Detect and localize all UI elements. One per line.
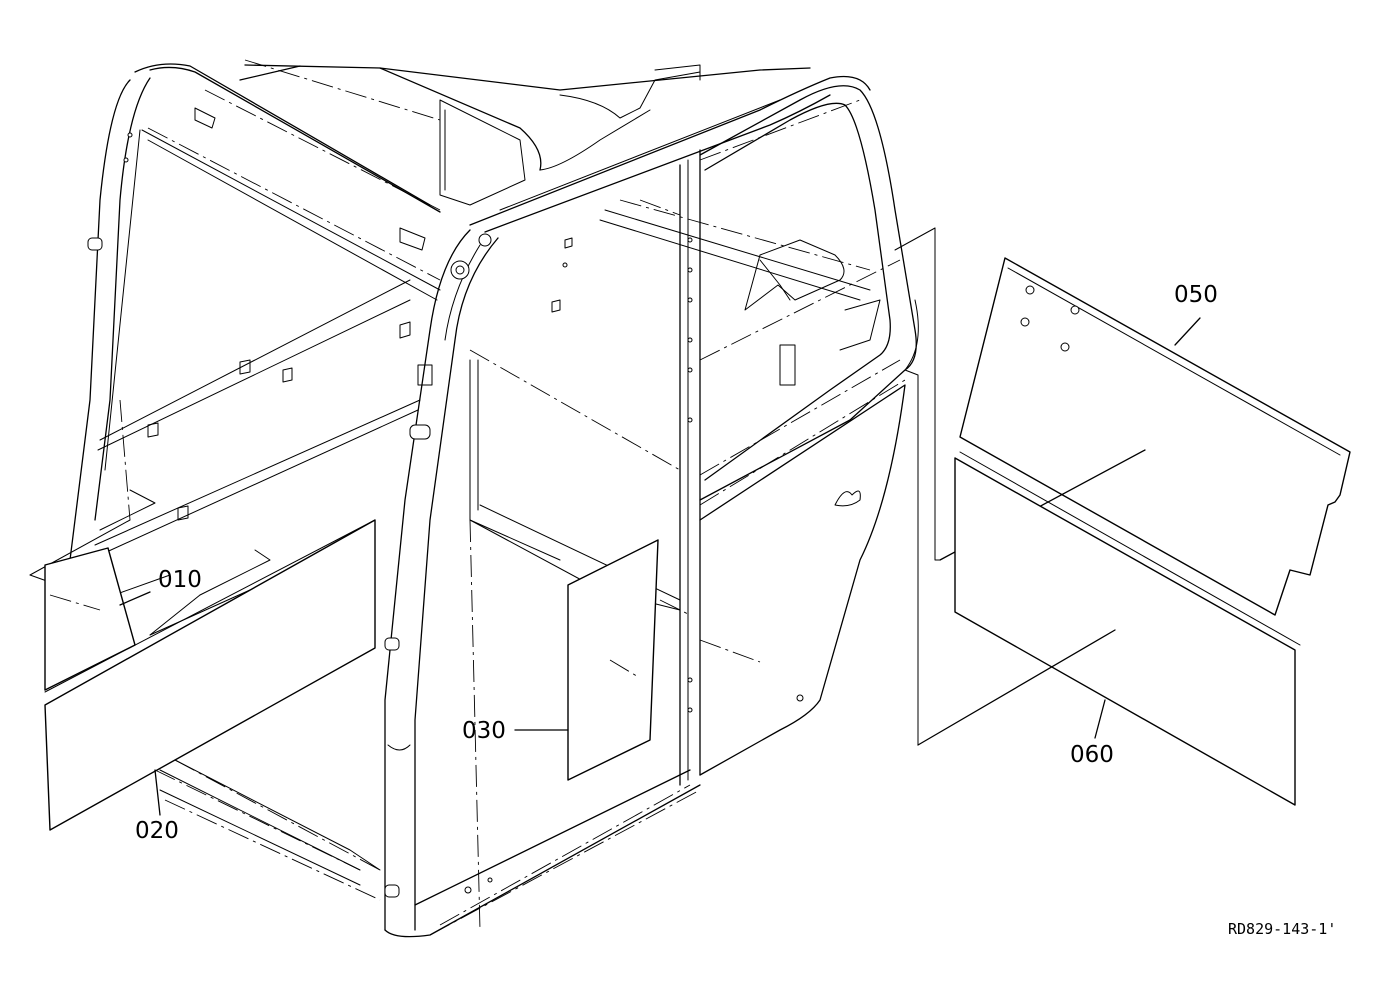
part-label-060: 060 <box>1070 742 1114 768</box>
part-label-020: 020 <box>135 818 179 844</box>
part-label-010: 010 <box>158 567 202 593</box>
part-020-insulation-panel <box>44 519 376 831</box>
part-060-insulation-panel <box>904 369 1301 806</box>
part-030-insulation-panel <box>514 539 761 781</box>
cab-frame <box>69 59 919 938</box>
part-label-030: 030 <box>462 718 506 744</box>
part-050-insulation-panel <box>894 227 1351 616</box>
frame-phantom-lines <box>119 59 906 936</box>
diagram-reference-code: RD829-143-1' <box>1228 920 1336 938</box>
part-label-050: 050 <box>1174 282 1218 308</box>
frame-fasteners <box>87 107 804 898</box>
